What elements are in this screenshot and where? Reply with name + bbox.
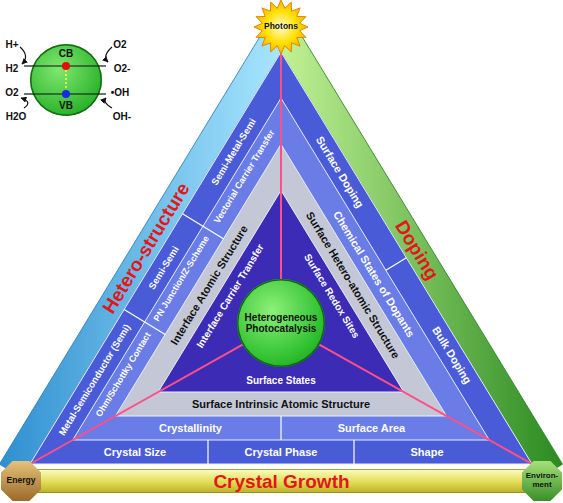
reaction-arrow: [106, 47, 112, 62]
band-diagram-circle: CB VB: [30, 44, 102, 116]
node-text: VB: [30, 100, 102, 112]
environment-octagon: Environ- ment: [522, 461, 562, 501]
reaction-arrow: [20, 47, 26, 64]
band-label: Surface Area: [338, 422, 405, 434]
energy-octagon: Energy: [1, 461, 41, 501]
band-divider: [280, 416, 281, 440]
band-divider: [207, 440, 208, 464]
reaction-arrow: [105, 98, 112, 108]
triangle-band: [30, 52, 532, 464]
band-divider: [353, 440, 354, 464]
center-circle: Heterogeneous Photocatalysis: [237, 279, 325, 367]
species-label: O2: [113, 39, 126, 50]
band-label: Surface States: [246, 375, 315, 386]
band-label: Crystal Size: [104, 446, 166, 458]
band-divider: [386, 258, 406, 270]
node-text: Energy: [7, 476, 36, 486]
band-level-line: [99, 65, 106, 66]
node-text: Environ- ment: [525, 472, 559, 490]
node-text: CB: [30, 48, 102, 60]
species-label: OH-: [113, 111, 131, 122]
species-label: H2O: [6, 111, 27, 122]
species-label: •OH: [111, 87, 130, 98]
sector-line: [280, 52, 282, 279]
excitation-line: [65, 70, 67, 90]
band-level-line: [24, 93, 33, 94]
band-level-line: [99, 93, 106, 94]
species-label: O2-: [114, 63, 131, 74]
sun-rays: [254, 0, 308, 54]
node-text: Heterogeneous Photocatalysis: [241, 312, 321, 335]
species-label: O2: [5, 87, 18, 98]
photon-sun: Photons: [254, 0, 308, 54]
species-label: H2: [6, 63, 19, 74]
electron-dot: [62, 62, 70, 70]
band-label: Crystal Phase: [245, 446, 318, 458]
hole-dot: [62, 90, 70, 98]
reaction-arrow: [21, 98, 28, 108]
node-text: Photons: [264, 22, 298, 32]
band-label: Surface Intrinsic Atomic Structure: [192, 398, 370, 410]
species-label: H+: [5, 39, 18, 50]
band-label: Crystallinity: [159, 422, 222, 434]
crystal-growth-bar: Crystal Growth: [36, 469, 527, 493]
band-label: Shape: [410, 446, 443, 458]
node-text: Crystal Growth: [213, 472, 349, 491]
